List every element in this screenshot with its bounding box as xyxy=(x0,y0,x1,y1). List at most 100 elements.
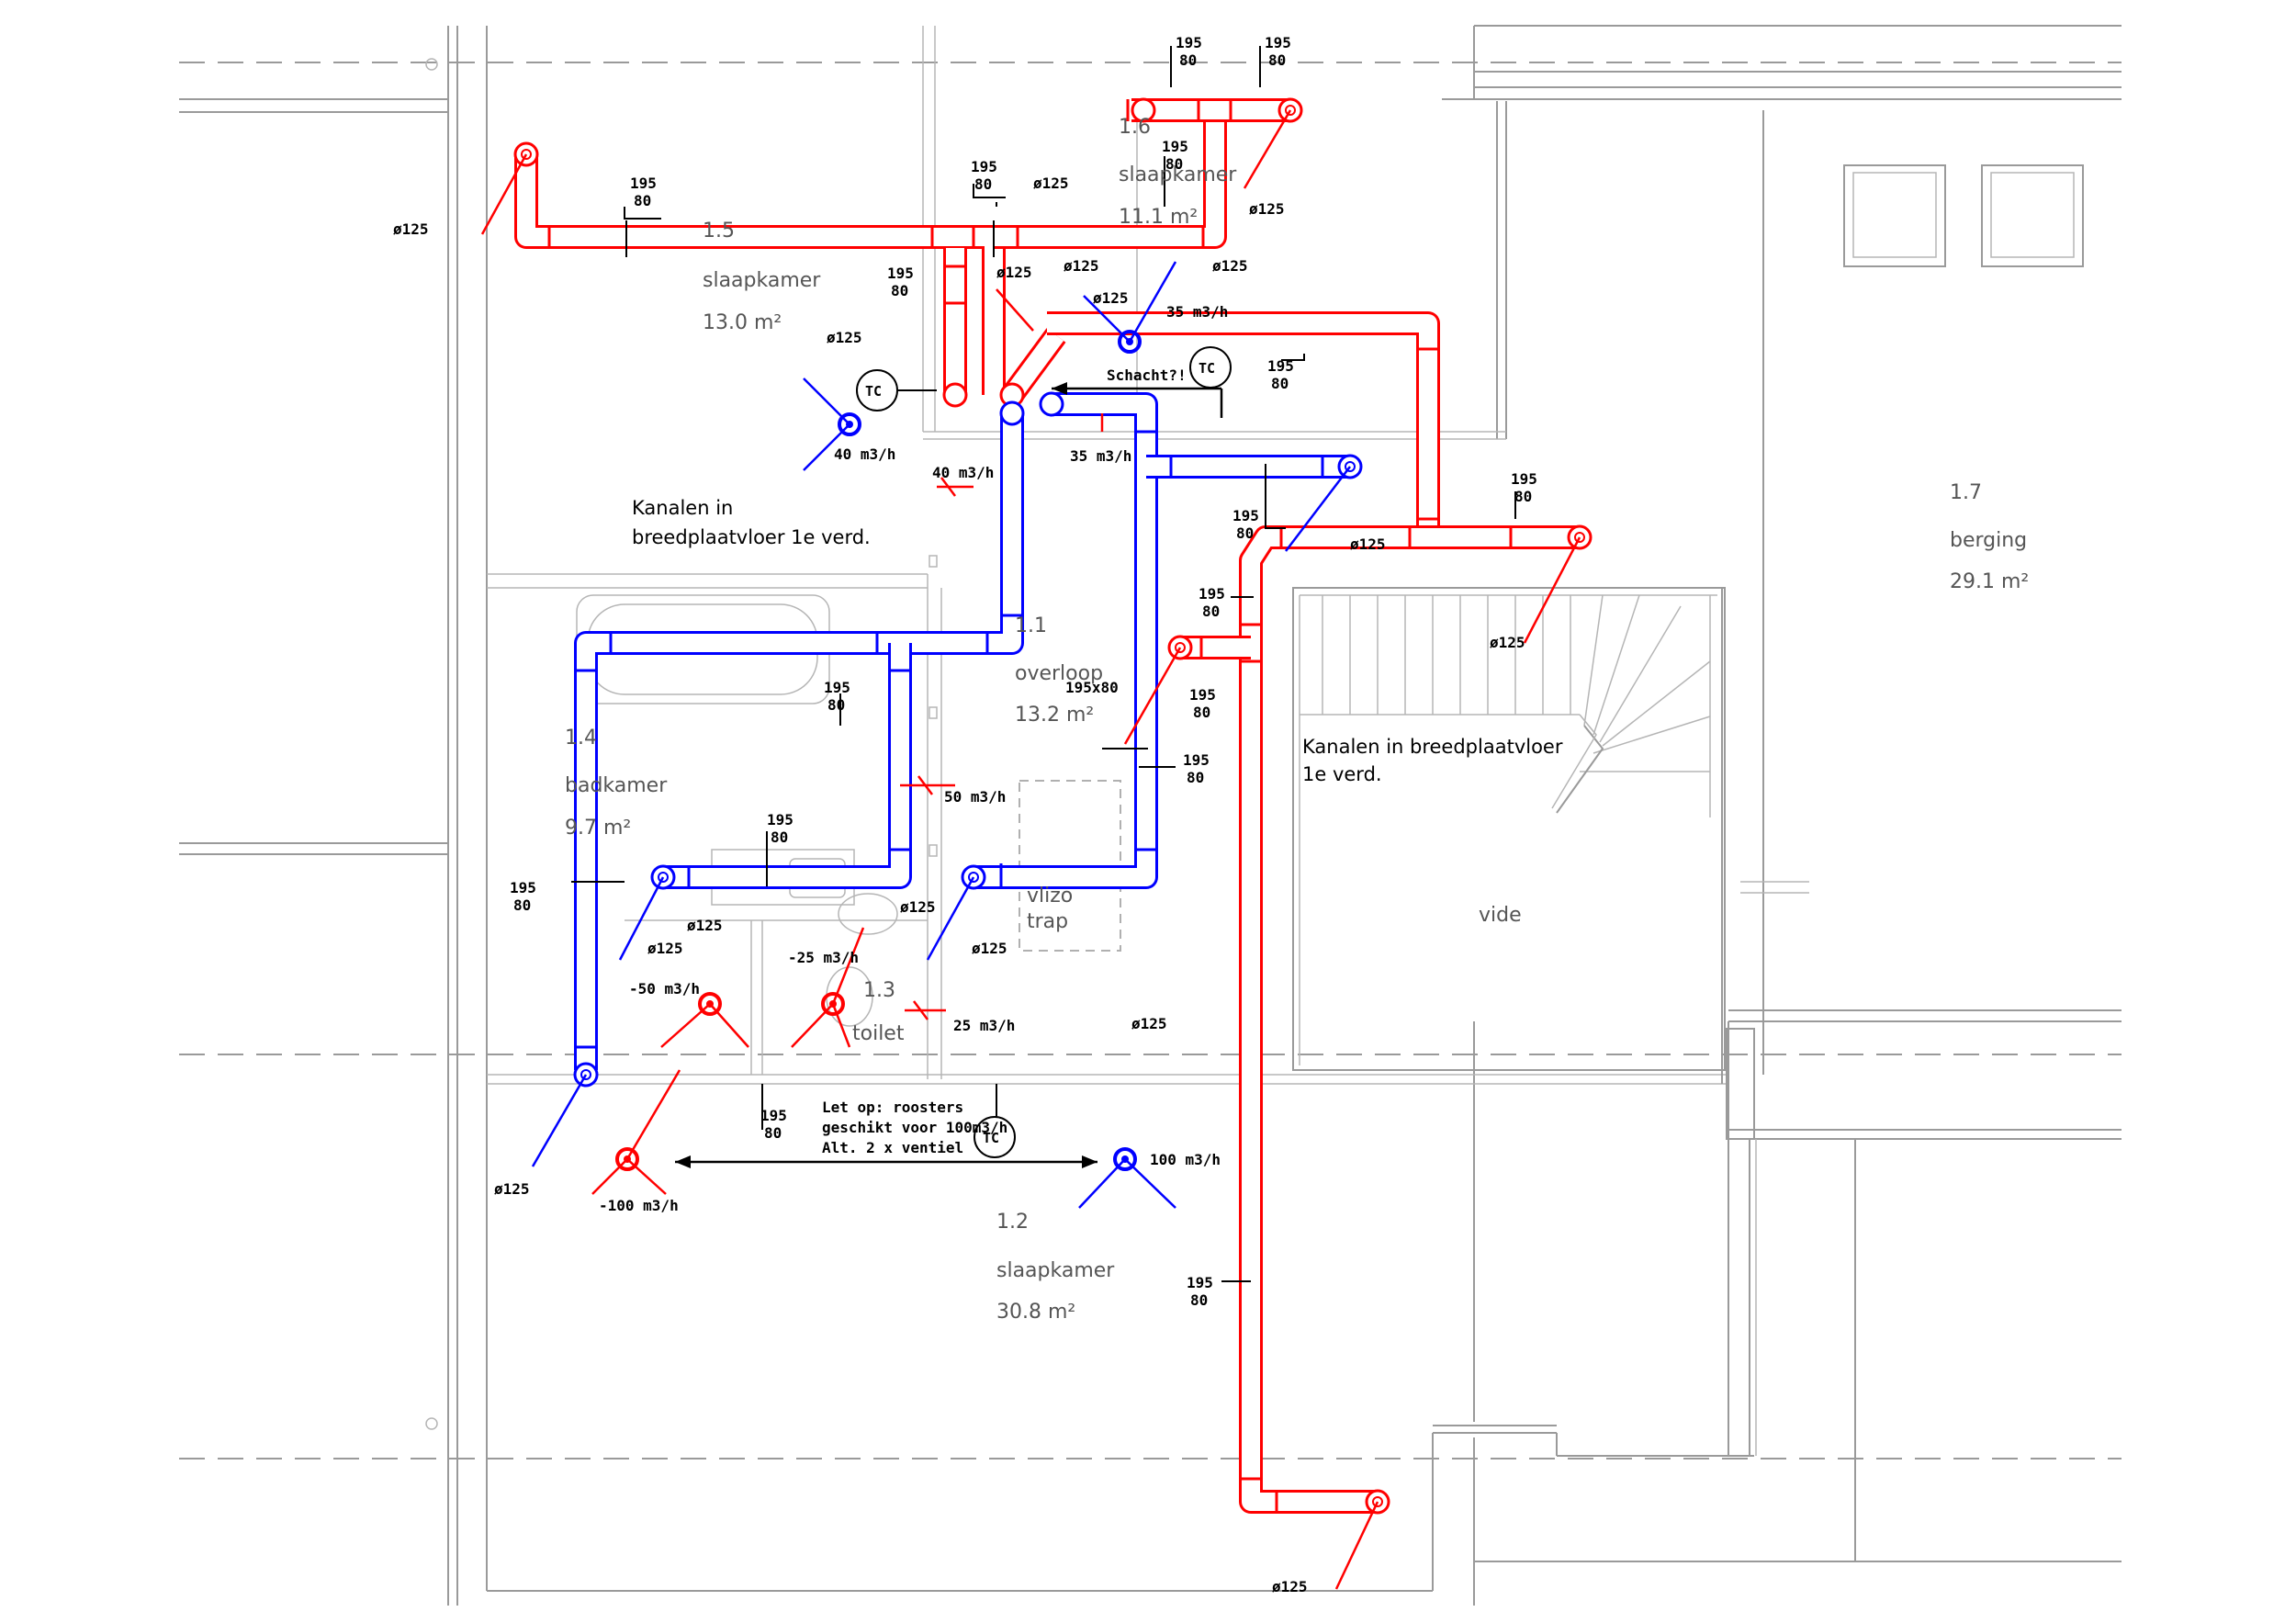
svg-text:80: 80 xyxy=(827,696,845,714)
svg-text:195: 195 xyxy=(760,1107,787,1124)
svg-text:80: 80 xyxy=(974,175,992,193)
room-labels: 1.5 slaapkamer 13.0 m² 1.6 slaapkamer 11… xyxy=(565,116,2029,1324)
svg-text:80: 80 xyxy=(1193,704,1210,721)
svg-text:80: 80 xyxy=(1187,769,1204,786)
svg-text:25 m3/h: 25 m3/h xyxy=(953,1017,1015,1034)
room-name: berging xyxy=(1950,529,2027,552)
svg-text:80: 80 xyxy=(891,282,908,299)
room-number: 1.2 xyxy=(996,1211,1029,1234)
note-kanalen: 1e verd. xyxy=(1302,763,1382,785)
svg-text:80: 80 xyxy=(1179,51,1197,69)
diameter-labels: ø125 ø125 ø125 ø125 ø125 ø125 ø125 ø125 … xyxy=(393,175,1525,1595)
room-name: badkamer xyxy=(565,774,668,797)
svg-text:195: 195 xyxy=(1183,751,1210,769)
svg-text:195: 195 xyxy=(1265,34,1291,51)
note-schacht: Schacht?! xyxy=(1107,366,1187,384)
svg-text:ø125: ø125 xyxy=(972,940,1007,957)
svg-text:ø125: ø125 xyxy=(900,898,936,916)
flow-labels: 40 m3/h 40 m3/h 35 m3/h 35 m3/h 50 m3/h … xyxy=(599,303,1228,1214)
svg-text:ø125: ø125 xyxy=(687,917,723,934)
note-kanalen: Kanalen in breedplaatvloer xyxy=(1302,736,1563,758)
room-area: 13.0 m² xyxy=(703,311,782,334)
extract-grille-icon xyxy=(615,992,845,1171)
svg-text:80: 80 xyxy=(1202,603,1220,620)
svg-text:195: 195 xyxy=(1511,470,1537,488)
svg-text:40 m3/h: 40 m3/h xyxy=(932,464,994,481)
svg-text:ø125: ø125 xyxy=(1350,535,1386,553)
svg-text:ø125: ø125 xyxy=(1093,289,1129,307)
note-letop: geschikt voor 100m3/h xyxy=(822,1119,1007,1136)
room-area: 30.8 m² xyxy=(996,1301,1075,1324)
svg-text:50 m3/h: 50 m3/h xyxy=(944,788,1006,806)
svg-text:ø125: ø125 xyxy=(1212,257,1248,275)
note-kanalen: breedplaatvloer 1e verd. xyxy=(632,526,871,548)
svg-text:195: 195 xyxy=(1199,585,1225,603)
svg-text:195: 195 xyxy=(971,158,997,175)
tc-label: TC xyxy=(865,383,882,400)
svg-text:ø125: ø125 xyxy=(1131,1015,1167,1032)
svg-text:80: 80 xyxy=(771,828,788,846)
svg-text:195: 195 xyxy=(1232,507,1259,524)
svg-text:80: 80 xyxy=(634,192,651,209)
svg-text:ø125: ø125 xyxy=(647,940,683,957)
svg-text:195: 195 xyxy=(1189,686,1216,704)
svg-text:35 m3/h: 35 m3/h xyxy=(1070,447,1131,465)
svg-text:80: 80 xyxy=(1268,51,1286,69)
svg-text:80: 80 xyxy=(513,896,531,914)
svg-text:ø125: ø125 xyxy=(827,329,862,346)
notes: Kanalen in breedplaatvloer 1e verd. Kana… xyxy=(632,366,1563,1156)
room-name: slaapkamer xyxy=(1119,163,1237,186)
svg-text:195: 195 xyxy=(1162,138,1188,155)
vlizo-label: trap xyxy=(1027,910,1068,933)
thermostat-icon xyxy=(856,346,1232,1158)
room-number: 1.4 xyxy=(565,727,597,750)
svg-text:80: 80 xyxy=(1165,155,1183,173)
room-name: toilet xyxy=(852,1022,905,1045)
svg-text:195: 195 xyxy=(1267,357,1294,375)
svg-text:80: 80 xyxy=(1236,524,1254,542)
tc-label: TC xyxy=(1199,360,1215,377)
tc-label: TC xyxy=(983,1130,999,1146)
svg-text:80: 80 xyxy=(1271,375,1289,392)
room-number: 1.6 xyxy=(1119,116,1151,139)
svg-text:ø125: ø125 xyxy=(996,264,1032,281)
vide-label: vide xyxy=(1479,904,1522,927)
supply-duct-network xyxy=(573,391,1363,1088)
svg-text:195: 195 xyxy=(1176,34,1202,51)
note-letop: Alt. 2 x ventiel xyxy=(822,1139,963,1156)
svg-text:195: 195 xyxy=(630,175,657,192)
room-area: 29.1 m² xyxy=(1950,570,2029,593)
svg-text:195: 195 xyxy=(1187,1274,1213,1291)
room-name: slaapkamer xyxy=(703,269,821,292)
svg-text:195: 195 xyxy=(824,679,850,696)
building-walls xyxy=(179,25,2122,1606)
room-area: 11.1 m² xyxy=(1119,206,1198,229)
dimension-arrow xyxy=(675,382,1223,1168)
svg-text:100 m3/h: 100 m3/h xyxy=(1150,1151,1221,1168)
svg-text:-25 m3/h: -25 m3/h xyxy=(788,949,859,966)
dimension-leaders xyxy=(571,46,1516,1282)
svg-text:ø125: ø125 xyxy=(494,1180,530,1198)
svg-text:35 m3/h: 35 m3/h xyxy=(1166,303,1228,321)
svg-text:ø125: ø125 xyxy=(1033,175,1069,192)
room-name: slaapkamer xyxy=(996,1259,1115,1282)
svg-text:ø125: ø125 xyxy=(1490,634,1525,651)
vlizo-label: vlizo xyxy=(1027,885,1073,907)
svg-text:ø125: ø125 xyxy=(1064,257,1099,275)
svg-text:80: 80 xyxy=(764,1124,782,1142)
svg-text:40 m3/h: 40 m3/h xyxy=(834,445,895,463)
room-number: 1.5 xyxy=(703,220,735,242)
note-letop: Let op: roosters xyxy=(822,1099,963,1116)
svg-text:-50 m3/h: -50 m3/h xyxy=(629,980,700,997)
svg-text:80: 80 xyxy=(1514,488,1532,505)
svg-text:-100 m3/h: -100 m3/h xyxy=(599,1197,679,1214)
extract-duct-network xyxy=(513,97,1593,1515)
room-area: 9.7 m² xyxy=(565,817,631,840)
svg-text:195: 195 xyxy=(510,879,536,896)
svg-text:195x80: 195x80 xyxy=(1065,679,1119,696)
svg-text:195: 195 xyxy=(767,811,793,828)
room-number: 1.3 xyxy=(863,979,895,1002)
svg-text:ø125: ø125 xyxy=(1249,200,1285,218)
